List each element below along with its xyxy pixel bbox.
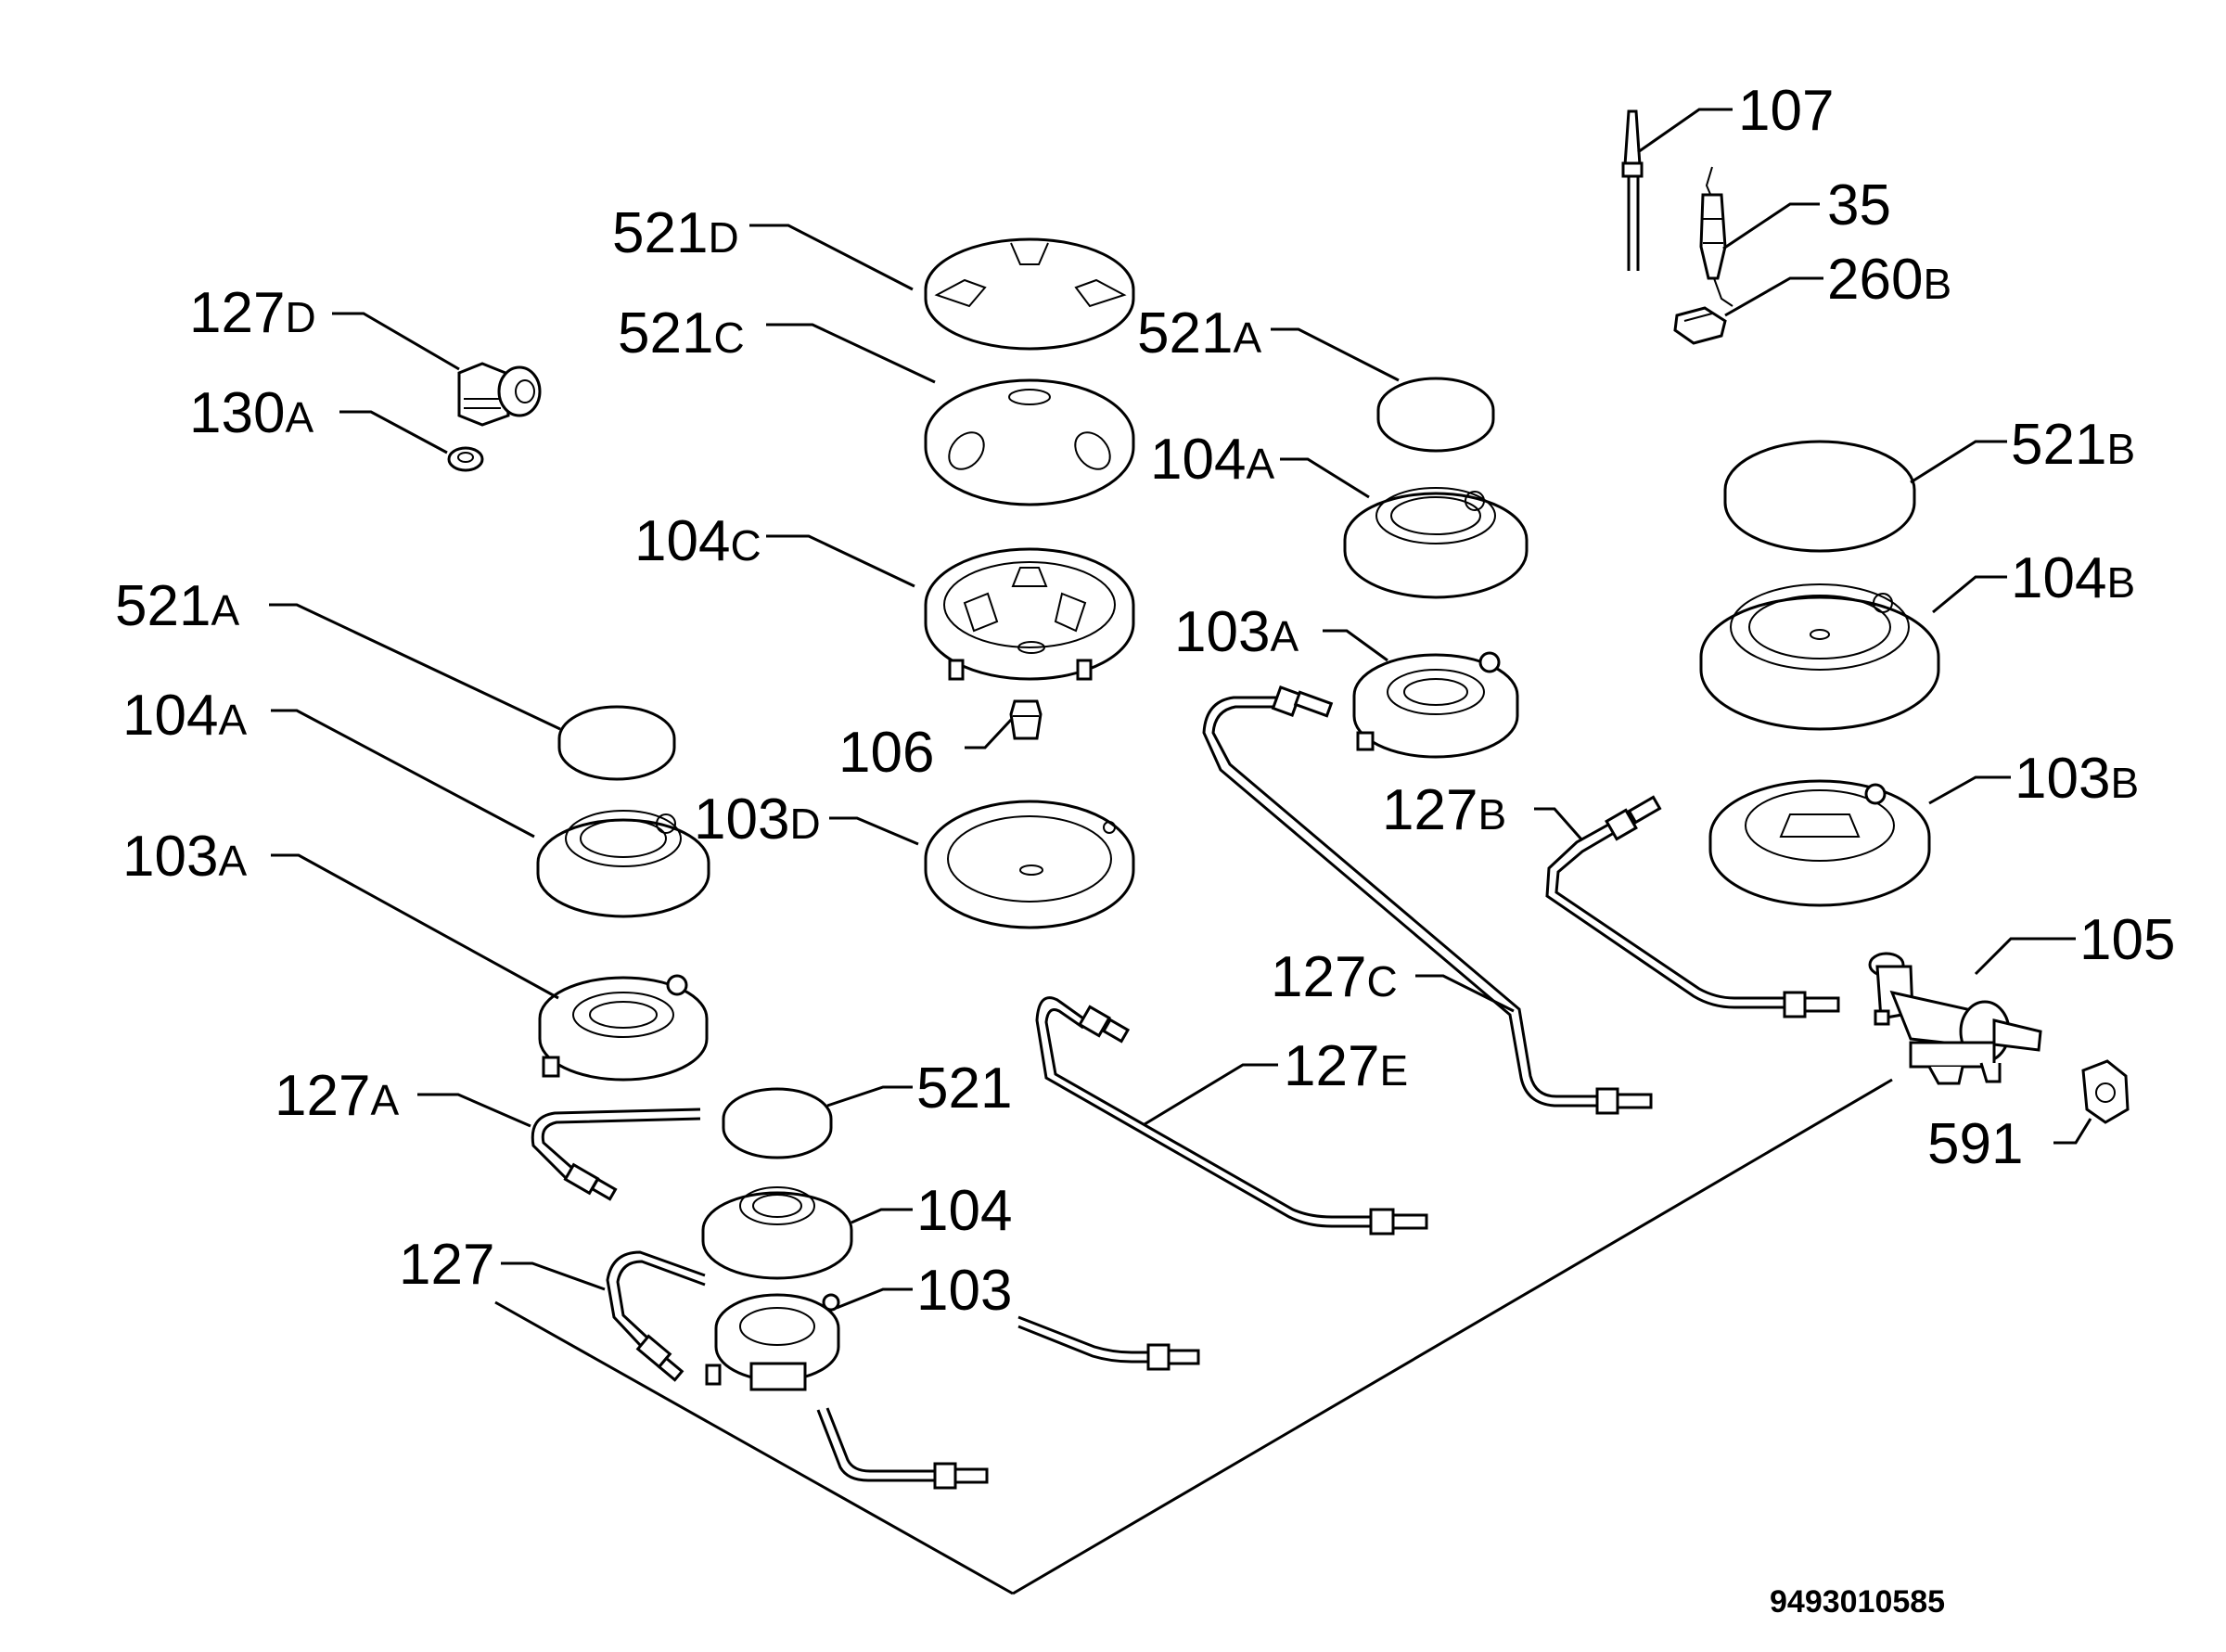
label-521a-right: 521A <box>1137 301 1261 365</box>
label-35: 35 <box>1827 173 1891 237</box>
label-106: 106 <box>838 721 934 785</box>
part-104a-right-burner <box>1343 487 1529 599</box>
label-103a-right: 103A <box>1174 600 1298 664</box>
part-260b-clip <box>1673 306 1727 345</box>
part-521-cap <box>722 1087 833 1159</box>
label-521d: 521D <box>612 201 739 265</box>
part-127d-elbow-connector <box>457 362 542 427</box>
part-591-plate <box>2081 1059 2130 1124</box>
label-130a: 130A <box>189 381 313 445</box>
label-104a-left: 104A <box>122 684 247 748</box>
pipe-127e <box>1035 996 1428 1236</box>
label-521: 521 <box>916 1057 1012 1121</box>
pipe-127a <box>531 1108 701 1201</box>
label-521a-left: 521A <box>115 574 239 638</box>
drawing-code: 9493010585 <box>1770 1584 1945 1620</box>
pipe-127c <box>1202 685 1653 1115</box>
part-103-burner-cup <box>705 1293 840 1391</box>
pipe-127 <box>606 1250 706 1382</box>
label-107: 107 <box>1738 79 1834 143</box>
label-105: 105 <box>2079 908 2175 972</box>
label-591: 591 <box>1927 1112 2023 1176</box>
label-521b: 521B <box>2011 413 2135 477</box>
part-103a-right-burner-cup <box>1352 651 1519 759</box>
hob-outline <box>494 1078 1893 1595</box>
part-521a-left-cap <box>557 705 676 781</box>
label-127d: 127D <box>189 281 316 345</box>
part-107-thermocouple <box>1621 109 1644 271</box>
label-103: 103 <box>916 1259 1012 1323</box>
pipe-103-outlets <box>816 1315 1200 1490</box>
part-521a-right-cap <box>1376 377 1495 453</box>
label-127b: 127B <box>1382 778 1506 842</box>
part-103d-burner-cup <box>924 800 1135 929</box>
label-127a: 127A <box>275 1064 399 1128</box>
part-103b-burner-cup <box>1708 779 1931 907</box>
label-127c: 127C <box>1271 945 1398 1009</box>
part-105-gas-tap <box>1868 952 2042 1085</box>
label-127e: 127E <box>1284 1034 1408 1098</box>
part-521d-cap <box>924 237 1135 351</box>
label-104b: 104B <box>2011 546 2135 610</box>
part-104a-left-burner <box>536 810 710 918</box>
part-106-injector <box>1009 699 1043 740</box>
label-103b: 103B <box>2015 747 2139 811</box>
part-521c-flame-spreader <box>924 378 1135 506</box>
label-104: 104 <box>916 1179 1012 1243</box>
pipe-127b <box>1545 795 1840 1018</box>
part-104c-burner-body <box>924 547 1135 681</box>
label-104a-right: 104A <box>1150 428 1274 492</box>
label-260b: 260B <box>1827 248 1951 312</box>
part-521b-cap <box>1723 440 1916 553</box>
part-104b-burner <box>1699 583 1940 731</box>
label-127: 127 <box>399 1233 494 1297</box>
label-103d: 103D <box>694 788 821 852</box>
label-104c: 104C <box>634 509 761 573</box>
part-103a-left-burner-cup <box>538 974 709 1082</box>
part-35-ignition-electrode <box>1699 166 1733 307</box>
part-130a-washer <box>447 446 484 472</box>
part-104-burner <box>701 1186 853 1280</box>
label-521c: 521C <box>618 301 745 365</box>
leader-lines <box>269 108 2092 1310</box>
label-103a-left: 103A <box>122 825 247 889</box>
